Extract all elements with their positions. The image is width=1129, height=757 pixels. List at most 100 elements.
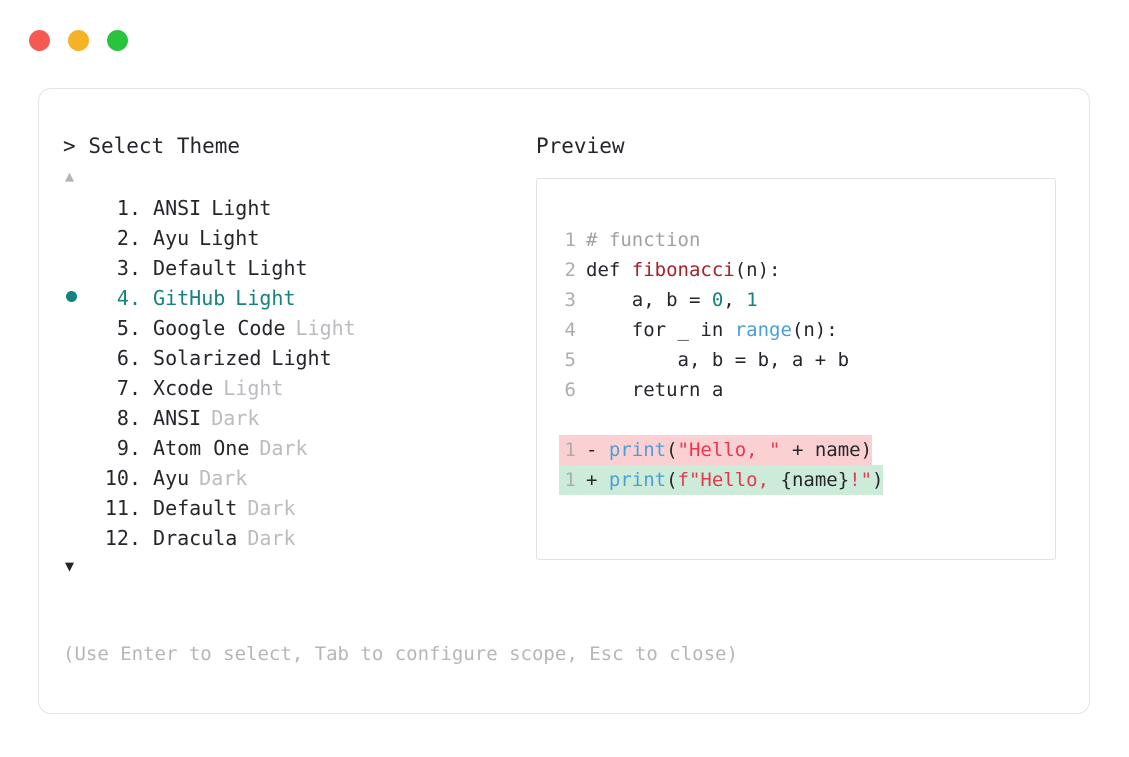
theme-item-number: 6.: [116, 346, 141, 370]
page-title: > Select Theme: [63, 133, 533, 159]
code-line-text: def fibonacci(n):: [576, 255, 780, 285]
code-token: + name: [780, 439, 861, 461]
line-number: 1: [564, 229, 576, 251]
theme-item-number: 9.: [116, 436, 141, 460]
line-number: 6: [564, 379, 576, 401]
code-line: 5 a, b = b, a + b: [559, 345, 883, 375]
code-token: return a: [586, 379, 724, 401]
theme-item-number: 2.: [116, 226, 141, 250]
theme-list-item[interactable]: 7. Xcode Light: [63, 373, 533, 403]
code-token: for _ in: [586, 319, 735, 341]
code-token: a, b = b, a + b: [586, 349, 850, 371]
minimize-button-dot[interactable]: [68, 30, 89, 51]
theme-item-variant: Light: [235, 286, 296, 310]
theme-item-number: 1.: [116, 196, 141, 220]
theme-item-variant: Dark: [247, 496, 296, 520]
theme-item-number: 5.: [116, 316, 141, 340]
line-number: 3: [564, 289, 576, 311]
theme-item-variant: Dark: [199, 466, 248, 490]
code-token: # function: [586, 229, 701, 251]
theme-item-number: 11.: [104, 496, 141, 520]
code-token: ): [872, 469, 884, 491]
theme-item-name: ANSI: [141, 196, 202, 220]
code-token: (: [666, 439, 678, 461]
theme-item-name: Xcode: [141, 376, 214, 400]
code-line-text: a, b = 0, 1: [576, 285, 758, 315]
code-line-text: # function: [576, 225, 700, 255]
code-line: 6 return a: [559, 375, 883, 405]
theme-item-number: 10.: [104, 466, 141, 490]
theme-item-name: Google Code: [141, 316, 286, 340]
code-token: ,: [723, 289, 747, 311]
code-line: 4 for _ in range(n):: [559, 315, 883, 345]
code-token: def: [586, 259, 632, 281]
theme-item-name: ANSI: [141, 406, 202, 430]
code-line-text: for _ in range(n):: [576, 315, 838, 345]
code-token: (n):: [734, 259, 781, 281]
theme-item-variant: Light: [211, 196, 272, 220]
theme-item-number: 3.: [116, 256, 141, 280]
line-number: 1: [564, 439, 576, 461]
theme-list-item[interactable]: 8. ANSI Dark: [63, 403, 533, 433]
theme-item-variant: Light: [247, 256, 308, 280]
keyboard-hint: (Use Enter to select, Tab to configure s…: [63, 643, 738, 665]
theme-item-variant: Light: [199, 226, 260, 250]
code-token: ): [860, 439, 873, 461]
theme-item-variant: Dark: [211, 406, 260, 430]
diff-sign: +: [586, 469, 609, 491]
theme-item-name: Dracula: [141, 526, 238, 550]
theme-item-number: 4.: [116, 286, 141, 310]
code-token: 1: [746, 289, 758, 311]
diff-added-line: 1 + print(f"Hello, {name}!"): [559, 465, 884, 495]
code-token: (: [666, 469, 678, 491]
theme-list-item[interactable]: 5. Google Code Light: [63, 313, 533, 343]
line-number: 5: [564, 349, 576, 371]
line-number: 4: [564, 319, 576, 341]
theme-item-name: Default: [141, 496, 238, 520]
theme-list-item[interactable]: 11. Default Dark: [63, 493, 533, 523]
code-spacer: [559, 405, 883, 435]
code-token: a, b =: [586, 289, 712, 311]
code-token: (n):: [791, 319, 838, 341]
code-token: "Hello, ": [677, 439, 781, 461]
code-token: f"Hello,: [677, 469, 781, 491]
preview-title: Preview: [536, 134, 625, 158]
scroll-down-icon[interactable]: ▼: [65, 557, 75, 575]
diff-removed-line: 1- print("Hello, " + name): [559, 435, 873, 465]
theme-item-number: 8.: [116, 406, 141, 430]
line-number: 1: [564, 469, 576, 491]
code-line-text: return a: [576, 375, 724, 405]
theme-item-name: Solarized: [141, 346, 262, 370]
code-token: fibonacci: [631, 259, 735, 281]
prompt-title: Select Theme: [88, 134, 241, 158]
theme-item-name: Ayu: [141, 466, 190, 490]
close-button-dot[interactable]: [29, 30, 50, 51]
theme-item-number: 7.: [116, 376, 141, 400]
window-controls: [29, 30, 128, 51]
code-token: print: [608, 439, 667, 461]
code-line: 3 a, b = 0, 1: [559, 285, 883, 315]
maximize-button-dot[interactable]: [107, 30, 128, 51]
diff-sign: -: [586, 439, 609, 461]
code-line-text: print("Hello, " + name): [609, 435, 872, 465]
code-line-text: print(f"Hello, {name}!"): [609, 465, 884, 495]
scroll-up-icon[interactable]: ▲: [65, 167, 75, 185]
theme-item-variant: Light: [295, 316, 356, 340]
theme-item-name: Atom One: [141, 436, 250, 460]
code-token: !": [849, 469, 873, 491]
theme-item-variant: Light: [223, 376, 284, 400]
theme-list-item[interactable]: 10. Ayu Dark: [63, 463, 533, 493]
theme-list-item[interactable]: 1. ANSI Light: [63, 193, 533, 223]
theme-item-variant: Dark: [247, 526, 296, 550]
code-token: range: [734, 319, 792, 341]
